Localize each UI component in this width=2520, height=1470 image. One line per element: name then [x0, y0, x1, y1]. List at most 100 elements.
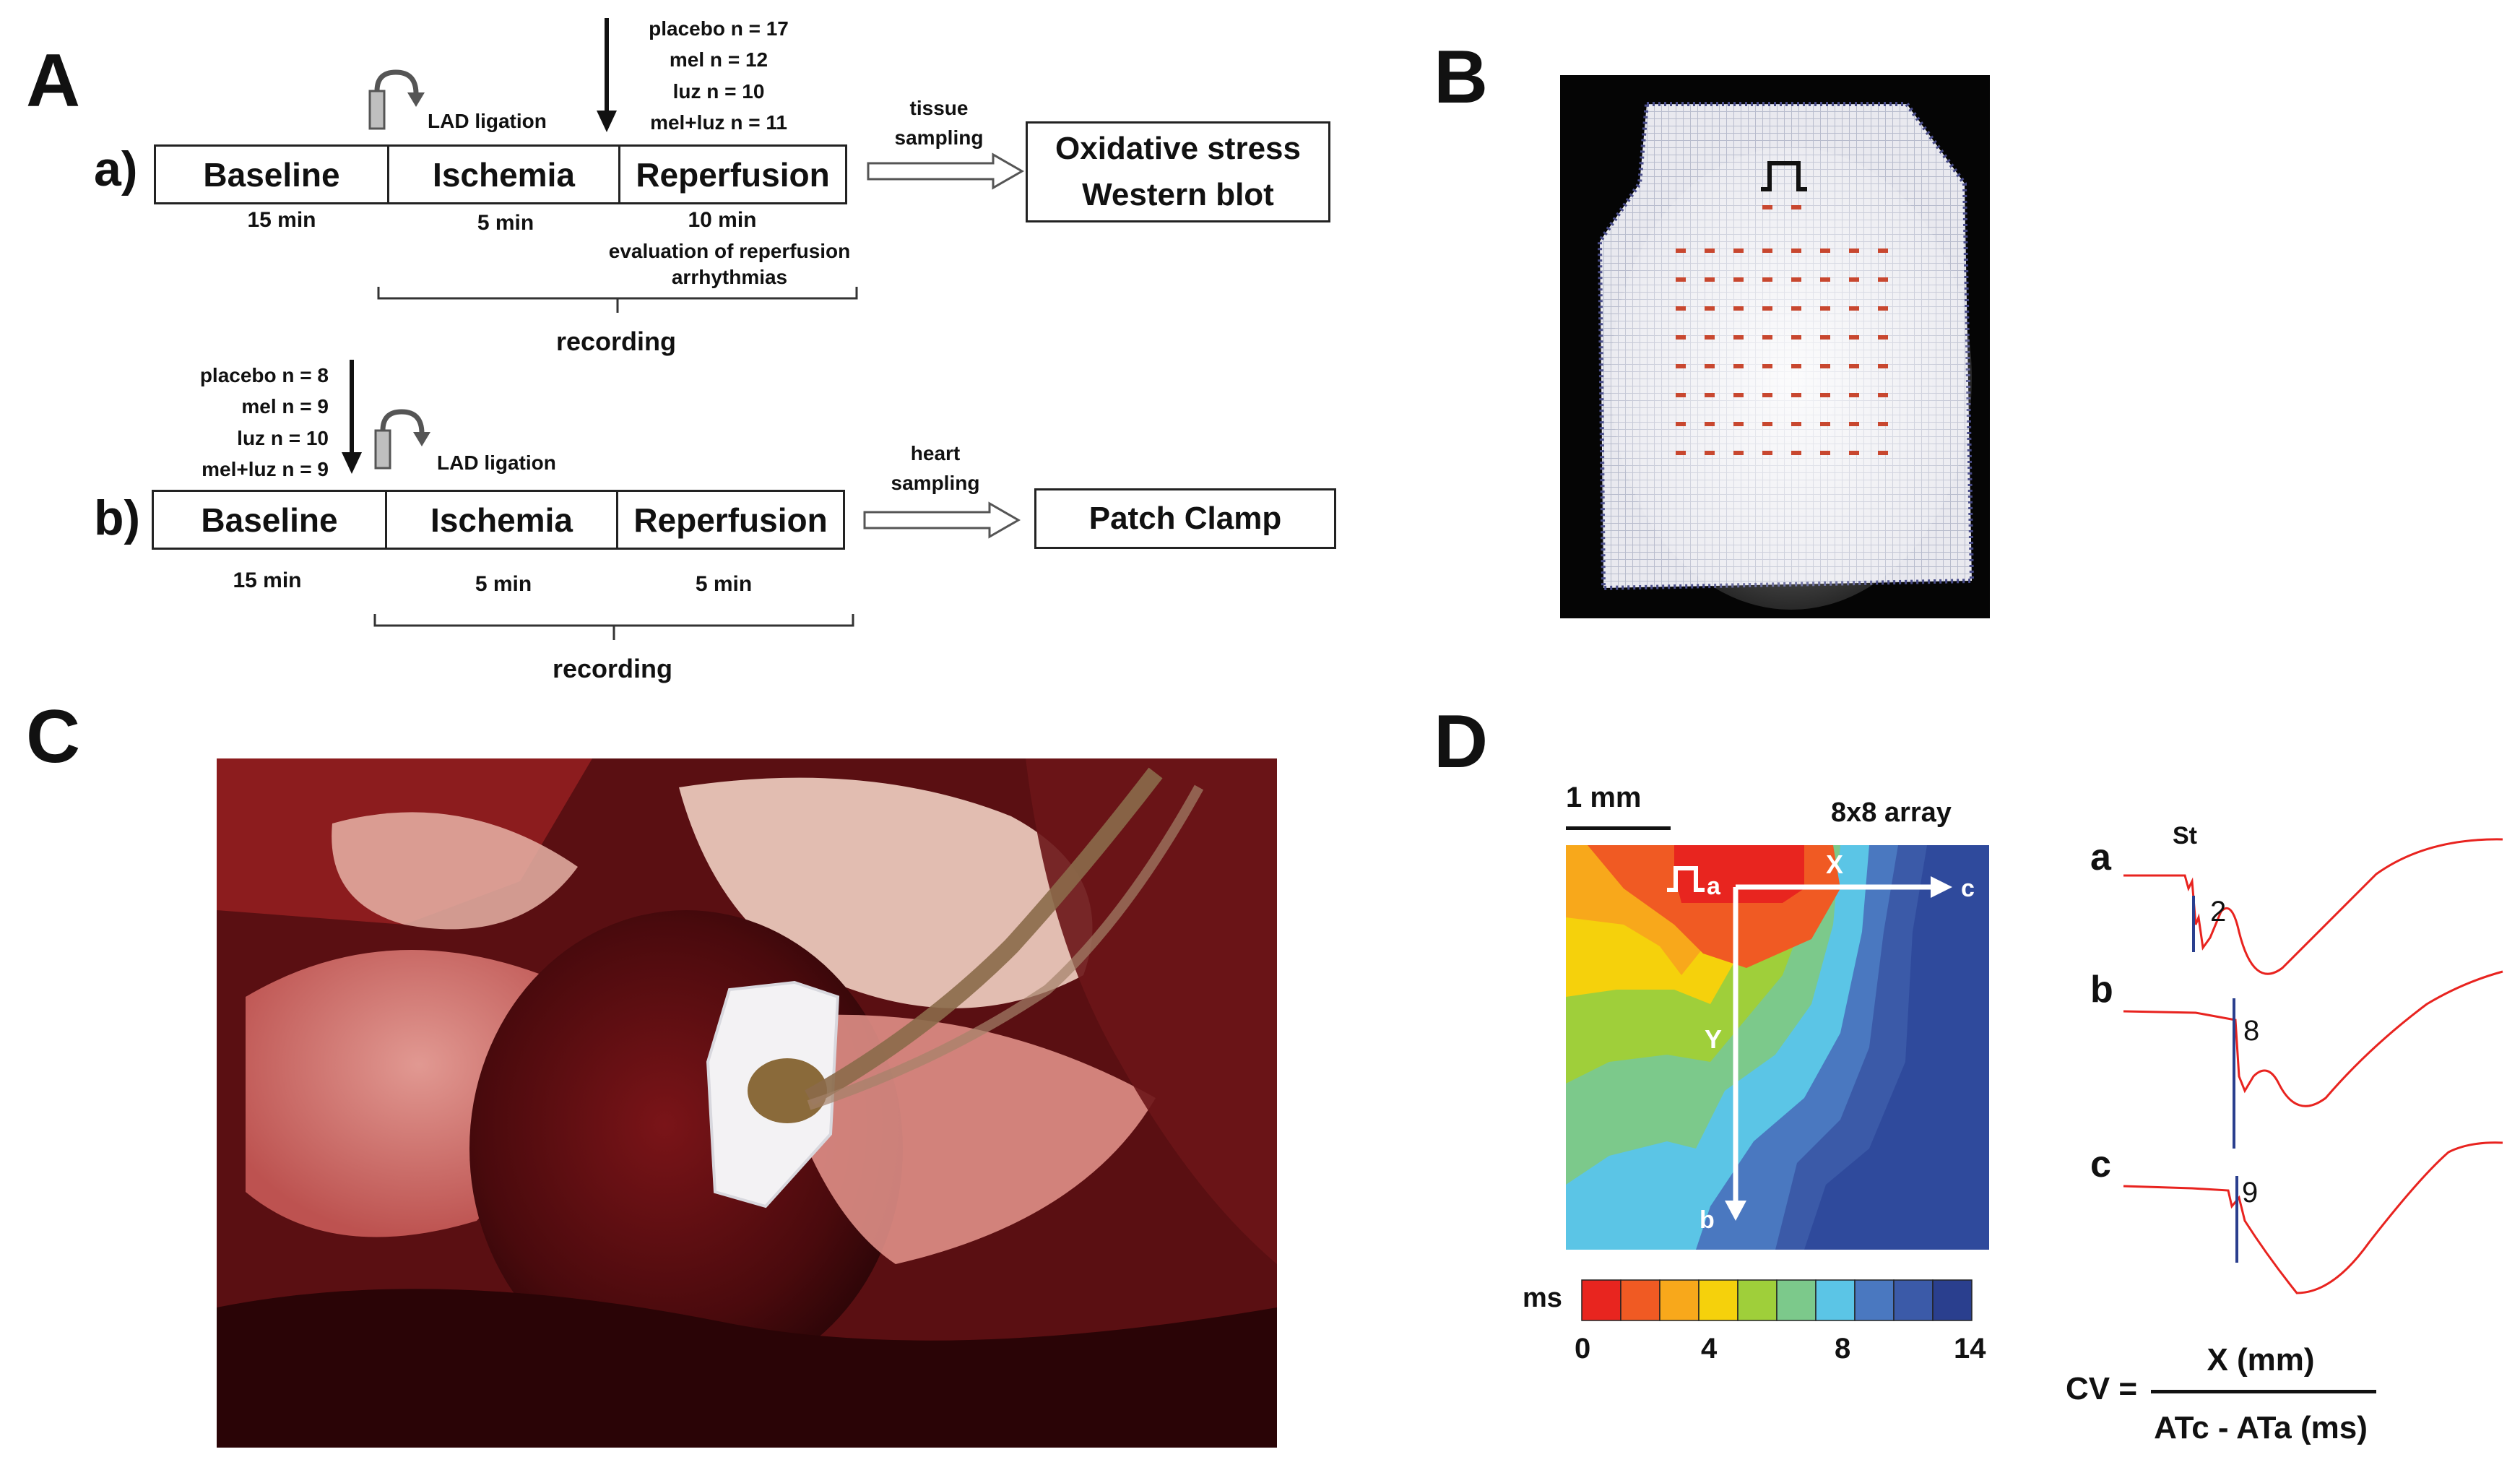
sampling-line: heart: [910, 442, 961, 464]
stimulus-pulse-icon: [1761, 161, 1807, 191]
group-list-a: placebo n = 17 mel n = 12 luz n = 10 mel…: [628, 13, 809, 139]
duration-ischemia: 5 min: [475, 572, 532, 596]
colorbar-tick: 8: [1835, 1333, 1851, 1365]
lad-ligation-label: LAD ligation: [428, 110, 547, 132]
hollow-arrow-icon: [867, 152, 1025, 190]
scale-bar: [1566, 826, 1671, 830]
group-item: mel n = 9: [241, 395, 329, 418]
electrogram-traces: [2123, 838, 2503, 1294]
formula-fraction-bar: [2151, 1390, 2376, 1393]
map-label-b: b: [1700, 1206, 1715, 1234]
phase-reperfusion: Reperfusion: [618, 147, 845, 202]
output-box-a: Oxidative stress Western blot: [1026, 121, 1330, 222]
recording-label-a: recording: [556, 327, 677, 356]
map-label-c: c: [1961, 875, 1975, 902]
trace-label-a: a: [2090, 836, 2111, 878]
phase-reperfusion: Reperfusion: [616, 492, 843, 548]
sampling-line: sampling: [891, 471, 980, 494]
trace-label-c: c: [2090, 1143, 2111, 1185]
protocol-a-label: a): [94, 142, 138, 196]
map-label-x: X: [1826, 849, 1844, 879]
duration-baseline: 15 min: [233, 568, 302, 592]
group-list-b: placebo n = 8 mel n = 9 luz n = 10 mel+l…: [170, 360, 329, 485]
protocol-b-timeline: Baseline Ischemia Reperfusion: [152, 490, 845, 550]
heart-surgery-photo: [217, 758, 1277, 1448]
electrogram-trace-c: [2123, 1141, 2503, 1294]
heart-scene-illustration: [217, 758, 1277, 1448]
duration-baseline: 15 min: [247, 208, 316, 232]
electrogram-trace-b: [2123, 970, 2503, 1107]
duration-ischemia: 5 min: [477, 211, 534, 235]
panel-label-c: C: [26, 695, 81, 779]
colorbar-swatch: [1893, 1279, 1934, 1321]
panel-label-b: B: [1434, 35, 1489, 119]
trace-value-b: 8: [2243, 1015, 2260, 1047]
colorbar-swatch: [1698, 1279, 1739, 1321]
down-arrow-icon: [342, 360, 362, 474]
colorbar-swatch: [1581, 1279, 1621, 1321]
colorbar-tick: 0: [1575, 1333, 1591, 1365]
colorbar-swatch: [1815, 1279, 1856, 1321]
map-label-y: Y: [1705, 1024, 1723, 1054]
stimulus-pulse-icon: [1667, 866, 1705, 892]
curved-arrow-icon: [374, 409, 430, 470]
heart-sampling-label: heart sampling: [878, 439, 993, 498]
colorbar-swatch: [1659, 1279, 1700, 1321]
electrode-grid: [1676, 205, 1888, 455]
colorbar-unit: ms: [1523, 1283, 1562, 1313]
colorbar-swatch: [1620, 1279, 1660, 1321]
electrode-wires: [805, 767, 1163, 1106]
mesh-patch-illustration: [1597, 102, 1975, 610]
recording-bracket: [373, 614, 854, 640]
stim-label: St: [2173, 822, 2197, 849]
trace-label-b: b: [2090, 969, 2113, 1011]
formula-denominator: ATc - ATa (ms): [2154, 1410, 2368, 1445]
protocol-a-timeline: Baseline Ischemia Reperfusion: [154, 144, 847, 204]
sampling-line: tissue: [909, 97, 969, 119]
map-label-a: a: [1707, 873, 1720, 900]
phase-baseline: Baseline: [201, 501, 338, 539]
tissue-sampling-label: tissue sampling: [881, 94, 997, 152]
protocol-b-label: b): [94, 490, 141, 545]
phase-ischemia: Ischemia: [387, 147, 618, 202]
colorbar-tick: 14: [1954, 1333, 1986, 1365]
output-line: Western blot: [1082, 177, 1274, 212]
recording-label-b: recording: [553, 654, 673, 683]
group-item: luz n = 10: [672, 79, 765, 103]
recording-bracket: [377, 287, 858, 313]
trace-value-a: 2: [2210, 896, 2227, 928]
group-item: mel+luz n = 9: [202, 458, 329, 481]
electrode-array-photo: [1560, 75, 1990, 618]
hollow-arrow-icon: [863, 501, 1021, 539]
formula-numerator: X (mm): [2207, 1342, 2315, 1378]
lad-ligation-label: LAD ligation: [437, 451, 556, 474]
duration-reperfusion: 5 min: [695, 572, 753, 596]
down-arrow-icon: [597, 18, 617, 132]
group-item: mel+luz n = 11: [650, 111, 787, 134]
phase-ischemia: Ischemia: [385, 492, 616, 548]
group-item: luz n = 10: [237, 426, 329, 449]
colorbar-tick: 4: [1701, 1333, 1718, 1365]
array-label: 8x8 array: [1831, 797, 1952, 828]
colorbar-swatch: [1776, 1279, 1817, 1321]
scale-bar-label: 1 mm: [1566, 782, 1642, 813]
output-line: Oxidative stress: [1055, 131, 1301, 167]
sampling-line: sampling: [894, 126, 984, 149]
panel-label-d: D: [1434, 700, 1489, 784]
curved-arrow-icon: [368, 69, 425, 130]
output-line: Patch Clamp: [1088, 501, 1282, 537]
trace-value-c: 9: [2242, 1177, 2259, 1209]
electrogram-trace-a: [2123, 838, 2503, 975]
colorbar-swatch: [1737, 1279, 1778, 1321]
group-item: placebo n = 8: [199, 364, 329, 386]
colorbar: [1581, 1279, 1973, 1321]
group-item: mel n = 12: [669, 48, 768, 72]
phase-baseline: Baseline: [203, 155, 340, 194]
reperfusion-note: evaluation of reperfusion arrhythmias: [608, 240, 851, 289]
activation-map: [1566, 845, 1989, 1250]
colorbar-swatch: [1932, 1279, 1973, 1321]
panel-label-a: A: [26, 39, 81, 123]
formula-lhs: CV =: [2066, 1371, 2138, 1406]
group-item: placebo n = 17: [649, 17, 789, 40]
colorbar-swatch: [1854, 1279, 1895, 1321]
